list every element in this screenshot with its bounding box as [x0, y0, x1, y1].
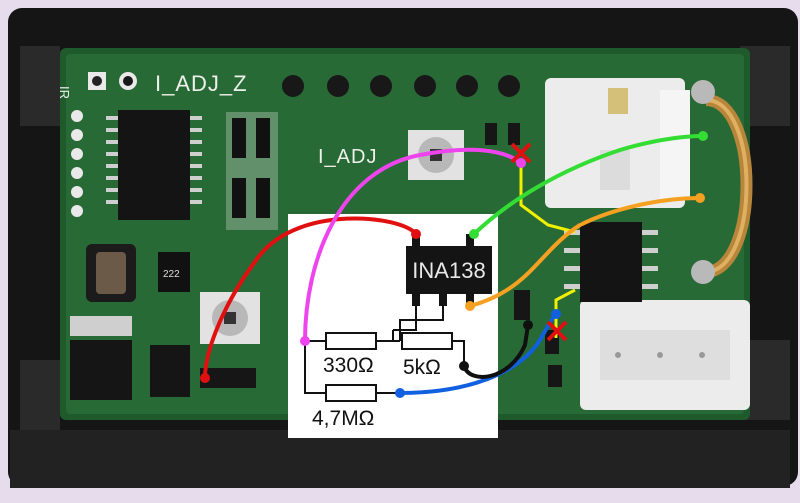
red-wire: [203, 216, 418, 379]
resistor-4m7: [325, 384, 377, 402]
silk-ir-label: IR: [57, 86, 72, 99]
remove-mark-top: [510, 142, 532, 164]
header-pads: [88, 72, 520, 97]
connector-top: [545, 78, 690, 208]
left-pads: [71, 110, 83, 217]
ina138-chip: [406, 234, 492, 306]
resistor-330: [325, 332, 377, 350]
trimmer-pot-top: [408, 130, 464, 180]
black-wire: [462, 324, 530, 379]
remove-mark-bottom: [546, 320, 568, 342]
soic-8-ic: [564, 222, 658, 302]
smd-components: [200, 123, 562, 388]
orange-wire: [469, 196, 701, 308]
smd-code-label: 222: [163, 269, 180, 280]
schematic-wiring: [304, 306, 465, 394]
highlighted-trace: [519, 163, 576, 338]
resistor-array: [226, 112, 278, 230]
power-components: [70, 244, 190, 400]
resistor-5k: [401, 332, 453, 350]
silk-top-label: I_ADJ_Z: [155, 71, 248, 96]
r1-label: 330Ω: [323, 354, 374, 377]
connector-bottom: [580, 300, 750, 410]
r2-label: 5kΩ: [403, 356, 441, 379]
magenta-wire: [303, 147, 523, 342]
blue-wire: [399, 312, 558, 395]
main-smd-ic: [106, 110, 202, 220]
green-wire: [472, 134, 704, 236]
wire-endpoints: [200, 131, 708, 398]
r3-label: 4,7MΩ: [312, 407, 374, 430]
ic-label: INA138: [412, 258, 485, 283]
silk-mid-label: I_ADJ: [318, 146, 377, 168]
